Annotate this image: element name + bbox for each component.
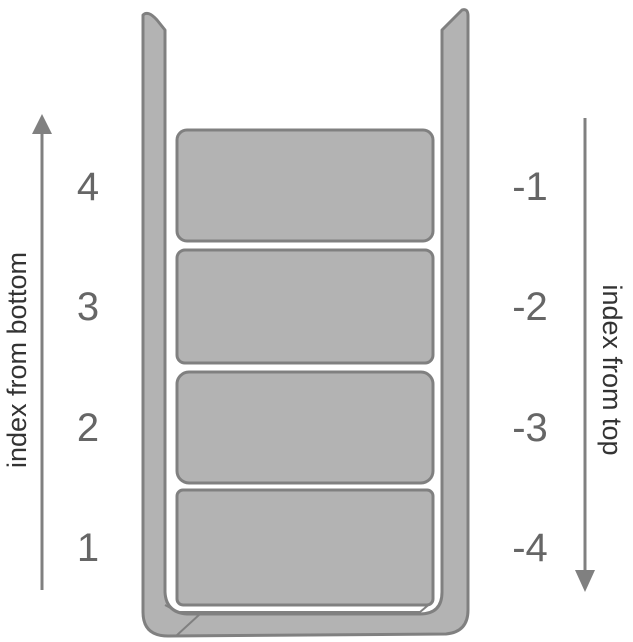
right-axis-arrowhead [575,570,595,592]
stack-item-1 [175,488,435,607]
container-outline [141,8,470,638]
right-axis-label: index from top [597,284,627,455]
container-floor-corner-line [175,613,201,637]
stack-item-2 [175,370,435,485]
stack-items [175,128,435,607]
left-index-label: 1 [77,526,99,570]
left-index-label: 4 [77,165,99,209]
right-index-label: -3 [512,406,548,450]
right-index-label: -4 [512,526,548,570]
left-axis: index from bottom [2,114,52,590]
left-index-label: 2 [77,406,99,450]
right-index-label: -2 [512,285,548,329]
container-inner-floor [164,601,433,613]
right-axis: index from top [575,118,627,592]
left-index-label: 3 [77,285,99,329]
stack-container [141,8,470,638]
left-axis-arrowhead [32,114,52,134]
left-axis-label: index from bottom [2,252,32,468]
stack-item-4 [175,128,435,243]
stack-item-3 [175,248,435,365]
left-index-labels: 4 3 2 1 [77,165,99,570]
right-index-labels: -1 -2 -3 -4 [512,165,548,570]
right-index-label: -1 [512,165,548,209]
